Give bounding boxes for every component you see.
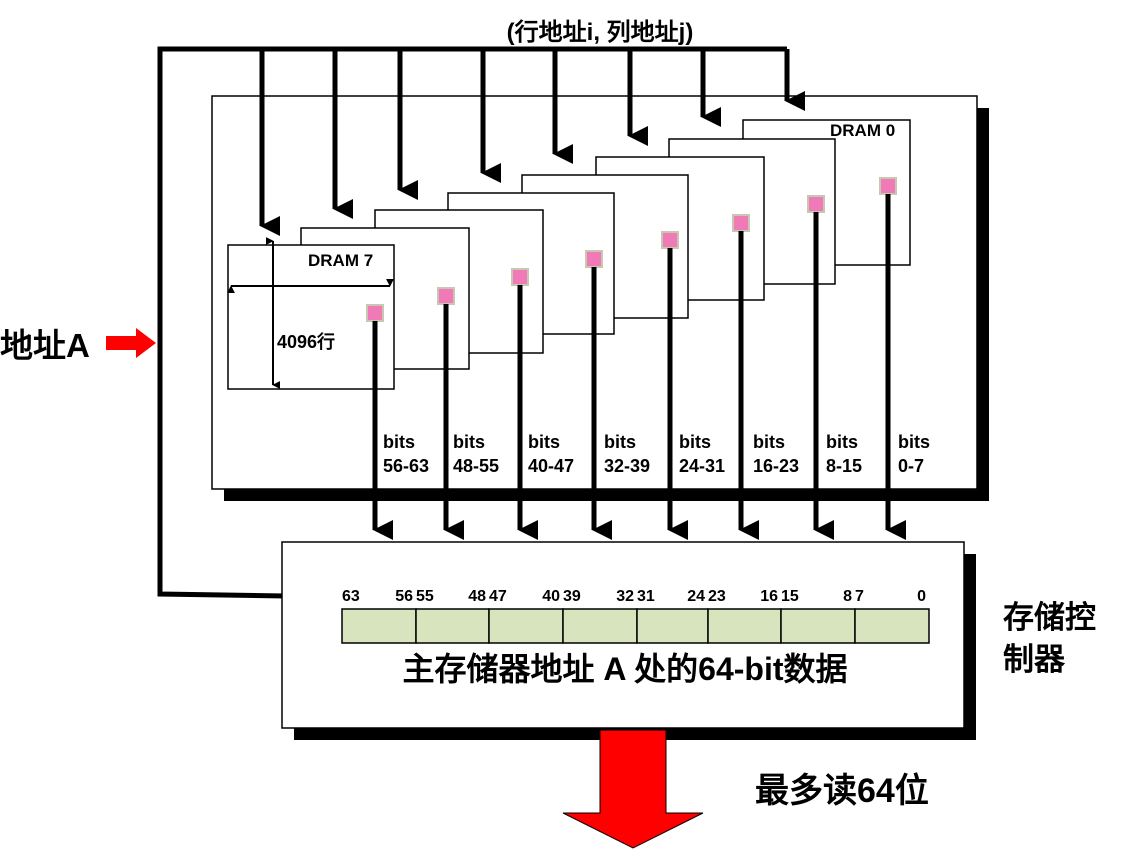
register-tick-high: 63: [342, 588, 360, 605]
address-input-arrow: [106, 328, 156, 358]
register-tick-high: 31: [637, 588, 655, 605]
bits-word-label: bits: [604, 432, 636, 452]
row-col-address-label: (行地址i, 列地址j): [507, 18, 694, 46]
selected-cell: [661, 231, 679, 249]
register-tick-low: 16: [760, 588, 778, 605]
register-byte: [341, 608, 417, 644]
address-bus-drops: [259, 49, 805, 236]
bits-word-label: bits: [528, 432, 560, 452]
bits-range-label: 24-31: [679, 456, 725, 476]
bits-word-label: bits: [383, 432, 415, 452]
bits-range-label: 40-47: [528, 456, 574, 476]
dram7-dimension-arrows: [227, 237, 394, 389]
register-tick-low: 32: [616, 588, 634, 605]
selected-cell: [807, 195, 825, 213]
address-bus: [157, 46, 787, 599]
register-tick-low: 56: [395, 588, 413, 605]
register-byte: [562, 608, 638, 644]
controller-label-line1: 存储控: [1003, 600, 1096, 635]
register-byte: [854, 608, 930, 644]
register-byte: [707, 608, 782, 644]
bits-word-label: bits: [898, 432, 930, 452]
bits-range-label: 0-7: [898, 456, 924, 476]
controller-data-caption: 主存储器地址 A 处的64-bit数据: [402, 651, 847, 687]
register-byte: [488, 608, 564, 644]
dram-0-label: DRAM 0: [830, 121, 895, 140]
register-byte: [780, 608, 856, 644]
register-byte: [636, 608, 709, 644]
register-tick-low: 8: [843, 588, 852, 605]
bits-range-label: 32-39: [604, 456, 650, 476]
bits-range-label: 56-63: [383, 456, 429, 476]
dram-7-label: DRAM 7: [308, 251, 373, 270]
bits-range-label: 8-15: [826, 456, 862, 476]
data-register-64bit: [341, 608, 930, 644]
address-a-label: 地址A: [0, 327, 90, 364]
register-tick-low: 24: [687, 588, 705, 605]
dram-chip-stack: [227, 119, 911, 390]
selected-cell: [437, 287, 455, 305]
register-tick-high: 15: [781, 588, 799, 605]
bits-range-label: 48-55: [453, 456, 499, 476]
bits-word-label: bits: [753, 432, 785, 452]
rows-4096-label: 4096行: [277, 331, 335, 352]
bits-word-label: bits: [826, 432, 858, 452]
register-tick-high: 39: [563, 588, 581, 605]
register-tick-low: 0: [917, 588, 926, 605]
register-tick-high: 55: [416, 588, 434, 605]
selected-cell: [732, 214, 750, 232]
register-tick-low: 40: [542, 588, 560, 605]
read-64-bits-label: 最多读64位: [755, 772, 929, 810]
selected-cell: [879, 177, 897, 195]
bits-range-label: 16-23: [753, 456, 799, 476]
register-tick-high: 47: [489, 588, 507, 605]
data-lines: [372, 194, 906, 540]
selected-cell: [511, 268, 529, 286]
register-byte: [415, 608, 490, 644]
register-tick-low: 48: [468, 588, 486, 605]
output-arrow: [562, 729, 704, 849]
controller-label-line2: 制器: [1003, 642, 1066, 677]
register-tick-high: 7: [855, 588, 864, 605]
bits-word-label: bits: [453, 432, 485, 452]
selected-cell: [585, 250, 603, 268]
selected-cell: [366, 304, 384, 322]
register-tick-high: 23: [708, 588, 726, 605]
bits-word-label: bits: [679, 432, 711, 452]
bit-group-labels: bits 56-63 bits 48-55 bits 40-47 bits 32-39 bits…: [383, 432, 930, 476]
